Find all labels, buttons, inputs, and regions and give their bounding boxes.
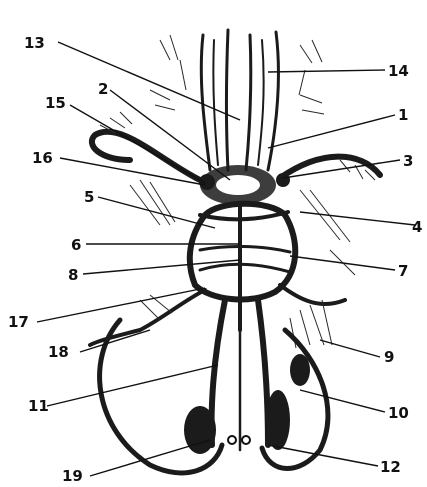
label-14: 14 xyxy=(388,62,409,80)
label-9: 9 xyxy=(384,348,394,366)
label-1: 1 xyxy=(398,106,408,124)
label-5: 5 xyxy=(84,188,94,206)
label-4: 4 xyxy=(412,218,422,236)
leader-7 xyxy=(290,256,395,270)
label-15: 15 xyxy=(45,94,66,112)
leader-10 xyxy=(300,390,385,412)
label-8: 8 xyxy=(68,266,78,284)
leader-5 xyxy=(98,197,215,228)
number-labels: 13 14 2 1 15 3 16 5 4 6 8 7 17 18 9 11 1… xyxy=(8,34,422,485)
leader-4 xyxy=(300,212,415,225)
anatomy-drawing xyxy=(90,30,380,473)
label-17: 17 xyxy=(8,313,29,331)
leader-9 xyxy=(320,340,380,357)
leader-14 xyxy=(268,70,385,72)
label-18: 18 xyxy=(48,343,69,361)
label-2: 2 xyxy=(98,80,108,98)
leader-11 xyxy=(47,365,218,406)
label-12: 12 xyxy=(380,458,401,476)
label-7: 7 xyxy=(398,262,408,280)
label-16: 16 xyxy=(32,149,53,167)
label-3: 3 xyxy=(403,152,413,170)
leader-18 xyxy=(80,330,150,352)
frontal-strips xyxy=(150,30,324,170)
label-6: 6 xyxy=(71,236,81,254)
label-10: 10 xyxy=(388,404,409,422)
label-11: 11 xyxy=(28,397,49,415)
label-13: 13 xyxy=(24,34,45,52)
leader-1 xyxy=(268,115,395,148)
label-19: 19 xyxy=(62,467,83,485)
